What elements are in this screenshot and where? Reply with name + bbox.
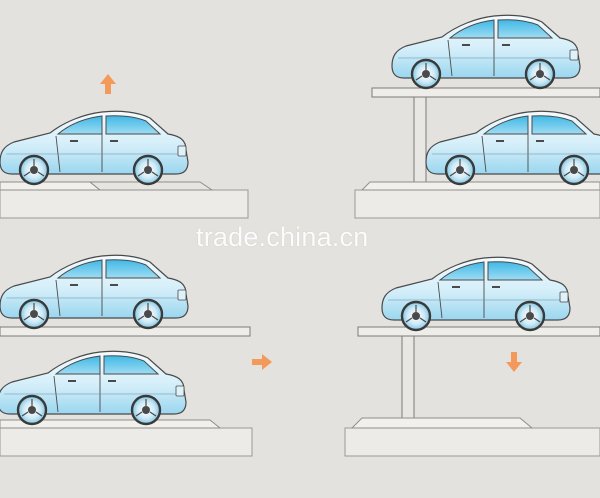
ground-pallet: [350, 417, 534, 429]
lift-post: [401, 335, 415, 423]
panel-lowering: [344, 256, 600, 457]
floor-slab: [0, 427, 253, 457]
car-lower: [0, 350, 188, 426]
lift-pallet: [0, 181, 102, 191]
arrow-up-icon: [100, 74, 116, 94]
panel-upper-raised: [0, 254, 272, 457]
watermark: trade.china.cn: [196, 222, 369, 252]
ramp: [88, 181, 214, 191]
ground-pallet: [360, 181, 600, 191]
upper-platform: [0, 326, 251, 337]
upper-platform: [371, 87, 600, 98]
car-upper: [0, 254, 190, 330]
lift-post: [413, 95, 427, 191]
panel-lifting: [0, 74, 249, 219]
arrow-down-icon: [506, 352, 522, 372]
car-lower: [424, 110, 600, 186]
floor-slab: [0, 189, 249, 219]
car-upper: [390, 14, 582, 90]
floor-slab: [354, 189, 600, 219]
upper-platform: [357, 326, 600, 337]
car-lower: [0, 110, 190, 186]
car-upper: [380, 256, 572, 332]
panel-both-parked: [354, 14, 600, 219]
arrow-right-icon: [252, 354, 272, 370]
floor-slab: [344, 427, 600, 457]
